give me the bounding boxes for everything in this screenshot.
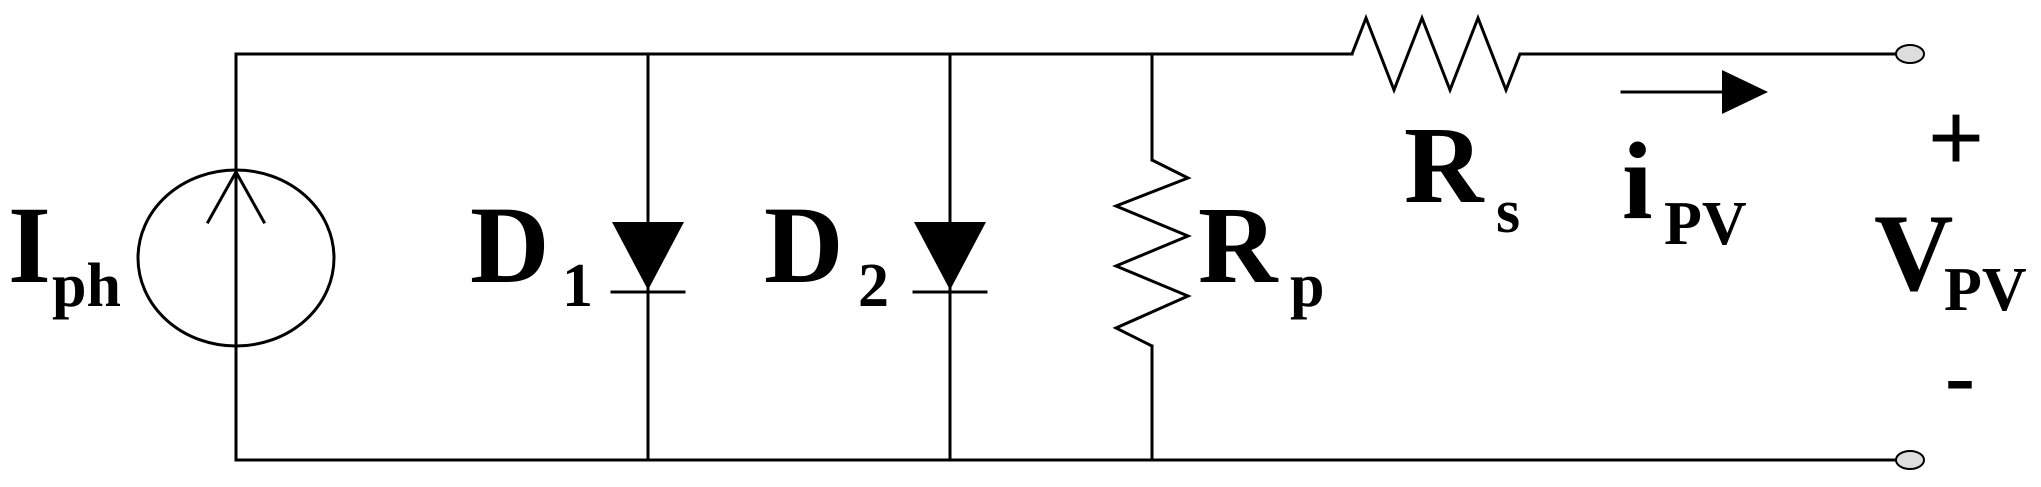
diode-d1-label-sub: 1 — [562, 252, 593, 320]
resistor-rs-label: R — [1404, 104, 1485, 226]
source-label-sub: ph — [52, 252, 121, 320]
current-label-sub: PV — [1664, 190, 1747, 258]
resistor-rs-label-sub: s — [1496, 178, 1520, 246]
diode-d2-label-sub: 2 — [858, 252, 889, 320]
resistor-rs — [1350, 13, 1535, 95]
current-label: i — [1622, 120, 1653, 242]
diode-d1-label: D — [470, 184, 549, 306]
diode-d1 — [610, 52, 686, 462]
resistor-rp — [1111, 52, 1192, 462]
plus-sign: + — [1928, 84, 1984, 191]
resistor-rp-label-sub: p — [1290, 252, 1324, 320]
resistor-rp-label: R — [1198, 184, 1279, 306]
output-terminal-bottom — [1895, 450, 1925, 470]
voltage-label: V — [1874, 192, 1953, 314]
voltage-label-sub: PV — [1944, 256, 2027, 324]
current-arrow — [1620, 70, 1768, 114]
current-source — [136, 52, 336, 462]
output-terminal-top — [1895, 44, 1925, 64]
source-label: I — [8, 184, 51, 306]
diode-d2 — [912, 52, 988, 462]
diode-d2-label: D — [764, 184, 843, 306]
minus-sign: - — [1944, 324, 1976, 431]
